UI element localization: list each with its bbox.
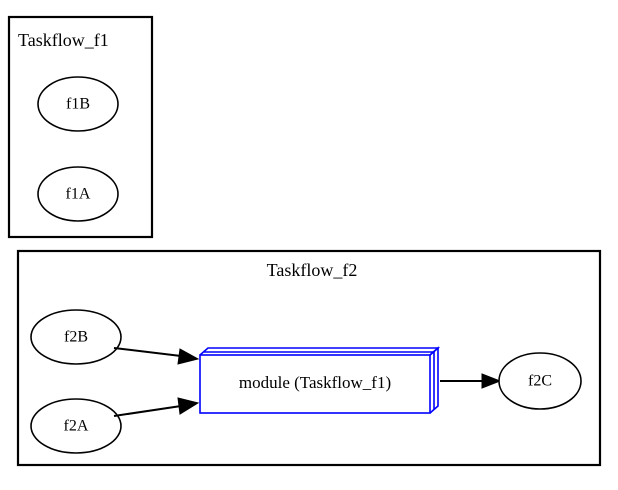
node-module-taskflow-f1[interactable]: module (Taskflow_f1)	[199, 346, 441, 414]
node-f1a-shape[interactable]	[37, 166, 119, 222]
cluster-f1-label: Taskflow_f1	[18, 30, 109, 50]
cluster-taskflow-f1: Taskflow_f1 f1B f1A	[7, 15, 154, 239]
edge-f2b-to-module	[113, 347, 200, 365]
cluster-f2-label: Taskflow_f2	[267, 260, 358, 280]
node-f2a[interactable]: f2A	[30, 398, 122, 454]
node-f2b[interactable]: f2B	[30, 309, 122, 365]
node-f1b-shape[interactable]	[37, 76, 119, 132]
edge-f2b-to-module-line	[113, 347, 182, 357]
edge-f2b-to-module-arrowhead	[177, 348, 200, 365]
node-f1b-label: f1B	[66, 96, 90, 113]
node-f2b-label: f2B	[64, 329, 88, 346]
node-f2a-shape[interactable]	[30, 398, 122, 454]
cluster-f1-border	[7, 15, 154, 239]
module-box-label: module (Taskflow_f1)	[239, 373, 391, 392]
node-f2c[interactable]: f2C	[498, 352, 582, 410]
edge-f2a-to-module-line	[113, 405, 182, 417]
node-f2c-shape[interactable]	[498, 352, 582, 410]
node-f2b-shape[interactable]	[30, 309, 122, 365]
node-f1b[interactable]: f1B	[37, 76, 119, 132]
edge-f2a-to-module-arrowhead	[177, 397, 200, 415]
module-box-front-face[interactable]	[199, 354, 431, 414]
node-f1a-label: f1A	[66, 186, 91, 203]
cluster-taskflow-f2: Taskflow_f2 f2B f2A	[16, 249, 602, 467]
node-f1a[interactable]: f1A	[37, 166, 119, 222]
node-f2a-label: f2A	[64, 418, 89, 435]
edge-module-to-f2c-arrowhead	[481, 373, 502, 389]
edge-f2a-to-module	[113, 397, 200, 417]
cluster-f2-border	[16, 249, 602, 467]
node-f2c-label: f2C	[528, 373, 552, 390]
edge-module-to-f2c	[440, 373, 502, 389]
